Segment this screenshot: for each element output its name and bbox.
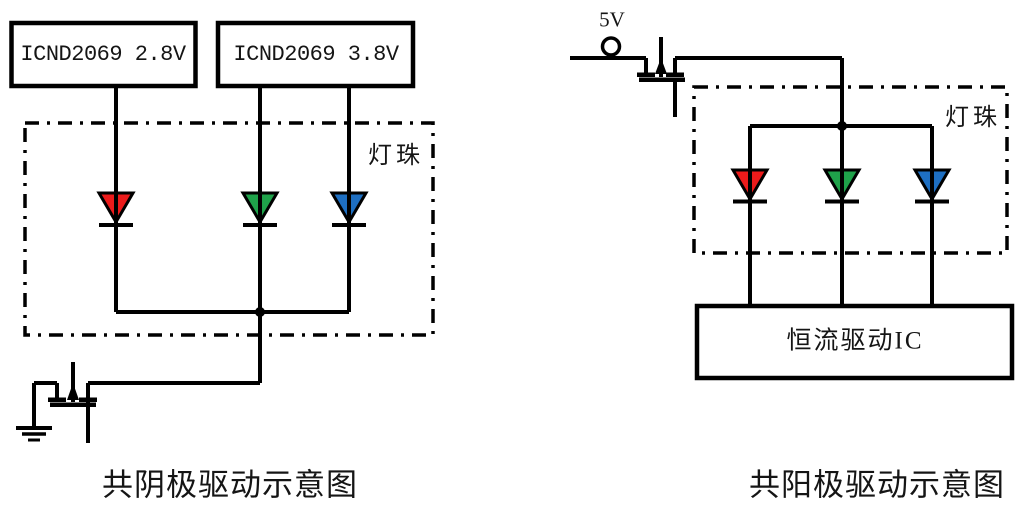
mosfet-icon-right — [637, 58, 685, 82]
led-module-label-left: 灯珠 — [368, 143, 424, 169]
junction-dot — [837, 121, 847, 131]
mosfet-contact-bar — [79, 397, 97, 402]
mosfet-icon-left — [16, 362, 97, 443]
supply-terminal-icon — [600, 36, 622, 57]
junction-dot — [255, 307, 265, 317]
caption-left: 共阴极驱动示意图 — [102, 467, 358, 503]
driver-box-2-label: ICND2069 3.8V — [233, 42, 399, 67]
mosfet-arrow — [67, 383, 79, 400]
left-diagram — [9, 20, 435, 443]
driver-ic-label: 恒流驱动IC — [786, 327, 924, 355]
led-module-box-left — [23, 121, 435, 337]
mosfet-contact-bar — [637, 72, 655, 77]
mosfet-channel-bar — [639, 77, 685, 82]
right-wires — [570, 37, 934, 306]
mosfet-contact-bar — [666, 72, 684, 77]
driver-ic-box — [694, 303, 1015, 381]
left-wires — [88, 86, 351, 385]
mosfet-arrow — [655, 58, 667, 74]
mosfet-contact-bar — [48, 397, 66, 402]
led-module-box-right — [692, 85, 1009, 255]
led-module-label-right: 灯珠 — [945, 105, 1001, 131]
supply-voltage-label: 5V — [599, 7, 625, 32]
driver-box-1-label: ICND2069 2.8V — [20, 42, 186, 67]
caption-right: 共阳极驱动示意图 — [749, 467, 1005, 503]
mosfet-channel-bar — [50, 402, 96, 407]
driver-box-2 — [215, 20, 416, 89]
left-leds — [96, 191, 369, 225]
right-diagram — [570, 36, 1015, 381]
ground-icon — [16, 426, 52, 442]
driver-box-1 — [9, 20, 198, 89]
